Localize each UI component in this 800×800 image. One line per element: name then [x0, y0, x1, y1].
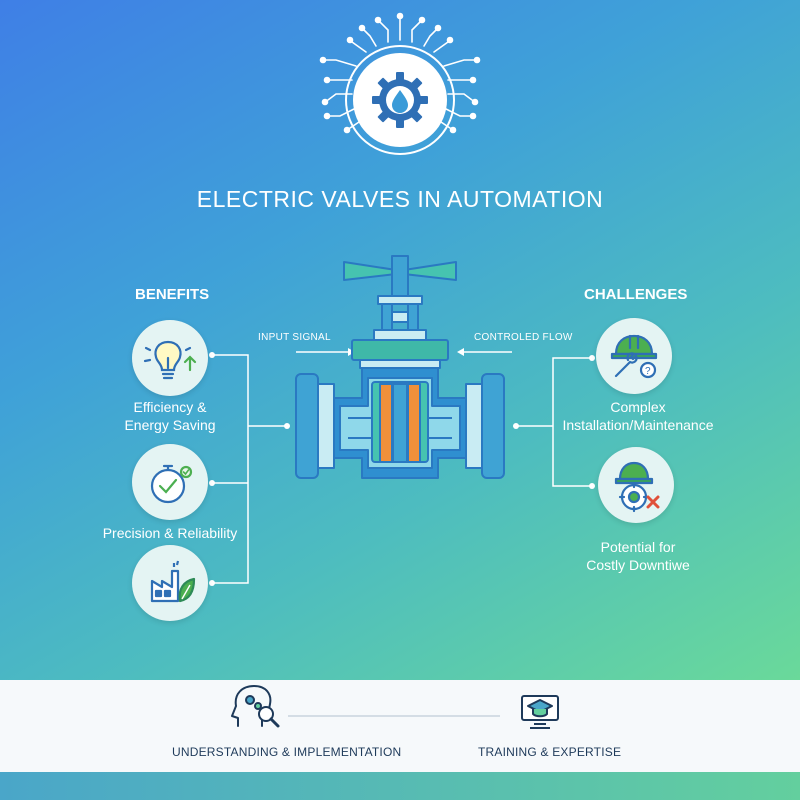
benefit-precision-line-1: Precision & Reliability [102, 525, 238, 541]
challenge-downtime-line-2: Costly Downtiwe [586, 557, 690, 573]
stopwatch-check-icon [150, 464, 193, 504]
footer-strip [0, 772, 800, 800]
factory-leaf-icon [150, 560, 196, 603]
challenge-installation-line-1: Complex [610, 399, 666, 415]
footer-band [0, 680, 800, 772]
hardhat-gear-x-icon [614, 461, 660, 513]
electric-valve-icon [295, 255, 505, 479]
challenge-downtime-line-1: Potential for [600, 539, 676, 555]
benefit-precision-label: Precision & Reliability [90, 524, 250, 542]
graduation-monitor-icon [521, 695, 559, 729]
benefit-efficiency-circle [132, 320, 208, 396]
challenge-downtime-circle [598, 447, 674, 523]
connector-lines [0, 0, 800, 680]
benefit-precision-circle [132, 444, 208, 520]
gear-water-drop-circuit-icon [319, 12, 481, 155]
controlled-flow-label: CONTROLED FLOW [474, 332, 573, 343]
benefits-heading: BENEFITS [135, 286, 210, 303]
challenge-downtime-label: Potential for Costly Downtiwe [548, 538, 728, 574]
footer-understanding-label: UNDERSTANDING & IMPLEMENTATION [172, 745, 402, 759]
benefit-efficiency-label: Efficiency & Energy Saving [100, 398, 240, 434]
head-gears-magnifier-icon [231, 685, 280, 728]
benefit-efficiency-line-1: Efficiency & [133, 399, 207, 415]
challenge-installation-line-2: Installation/Maintenance [562, 417, 714, 433]
benefit-sustainability-circle [132, 545, 208, 621]
footer-training-label: TRAINING & EXPERTISE [478, 745, 622, 759]
benefit-efficiency-line-2: Energy Saving [124, 417, 216, 433]
input-signal-label: INPUT SIGNAL [258, 332, 331, 343]
challenge-installation-circle: ? [596, 318, 672, 394]
challenges-heading: CHALLENGES [584, 286, 688, 303]
svg-text:?: ? [645, 366, 651, 377]
hardhat-wrench-icon: ? [610, 334, 658, 379]
page-title: ELECTRIC VALVES IN AUTOMATION [196, 186, 604, 212]
challenge-installation-label: Complex Installation/Maintenance [548, 398, 728, 434]
lightbulb-arrow-icon [143, 340, 197, 380]
